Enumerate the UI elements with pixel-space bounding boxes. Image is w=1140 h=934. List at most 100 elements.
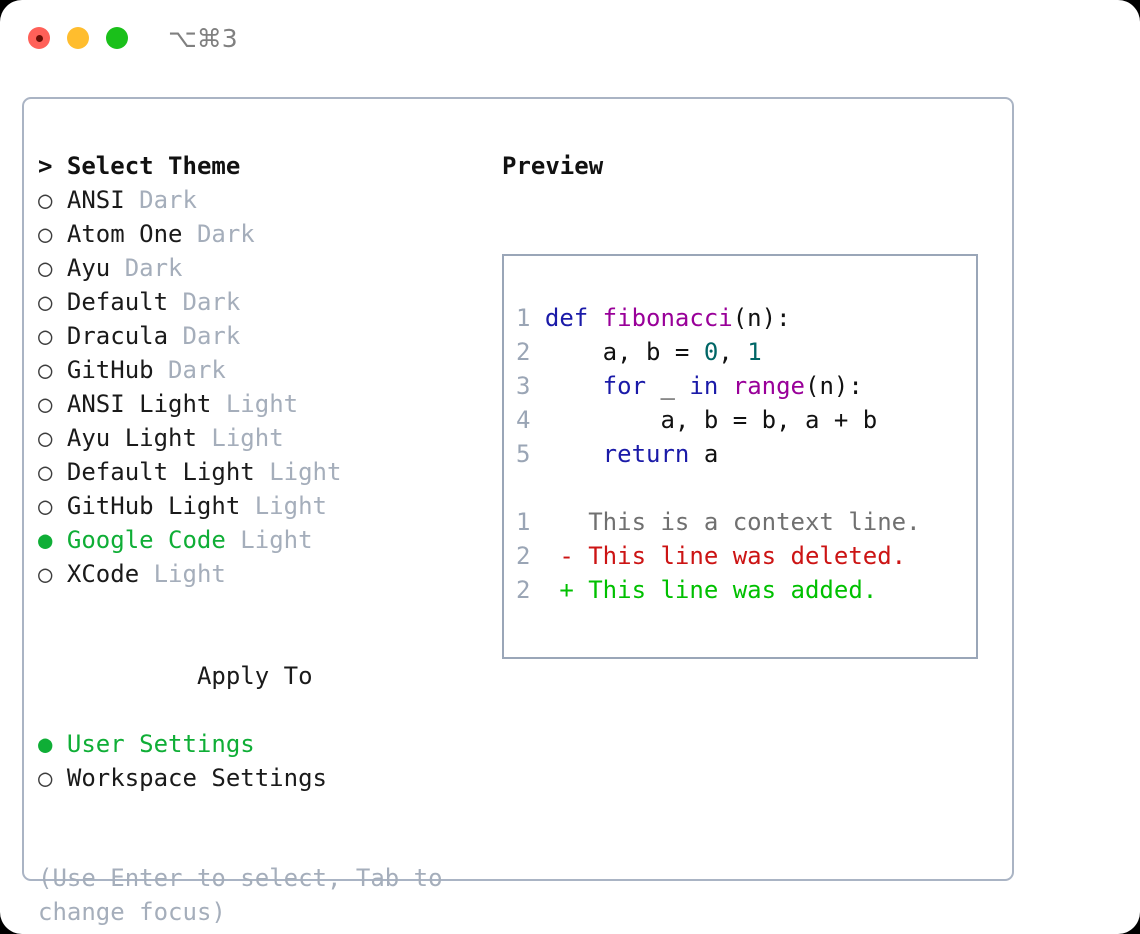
diff-marker: + (544, 576, 589, 604)
theme-variant-tag: Dark (168, 356, 226, 384)
option-gap (52, 186, 66, 214)
theme-selector-column: > Select Theme ○ ANSI Dark○ Atom One Dar… (38, 149, 488, 795)
apply-to-heading-indent (183, 659, 197, 693)
theme-option-label: Google Code (66, 526, 226, 554)
diff-text: This line was deleted. (588, 542, 907, 570)
apply-to-option-label: User Settings (66, 730, 255, 758)
apply-to-option-workspace-settings[interactable]: ○ Workspace Settings (38, 761, 488, 795)
theme-option-label: Default Light (66, 458, 255, 486)
code-token-plain: (n): (805, 372, 863, 400)
diff-line-content: + This line was added. (545, 576, 877, 604)
code-token-kw: for (602, 372, 647, 400)
radio-unselected-icon: ○ (38, 560, 53, 588)
theme-option-label: XCode (66, 560, 140, 588)
code-diff-gap (516, 471, 970, 505)
traffic-light-group (28, 27, 128, 49)
theme-option-label: GitHub Light (66, 492, 241, 520)
diff-line-number: 2 (516, 576, 531, 604)
option-gap (52, 492, 66, 520)
radio-unselected-icon: ○ (38, 492, 53, 520)
code-token-plain: _ (646, 372, 690, 400)
code-token-fn: fibonacci (602, 304, 733, 332)
radio-unselected-icon: ○ (38, 356, 53, 384)
diff-line-context: 1 This is a context line. (516, 505, 970, 539)
theme-variant-tag: Light (254, 492, 327, 520)
theme-option-label: GitHub (66, 356, 154, 384)
apply-to-option-user-settings[interactable]: ● User Settings (38, 727, 488, 761)
theme-option-github[interactable]: ○ GitHub Dark (38, 353, 488, 387)
theme-variant-tag: Dark (139, 186, 197, 214)
radio-unselected-icon: ○ (38, 764, 53, 792)
theme-option-dracula[interactable]: ○ Dracula Dark (38, 319, 488, 353)
radio-unselected-icon: ○ (38, 288, 53, 316)
code-token-plain: a (689, 440, 719, 468)
theme-option-xcode[interactable]: ○ XCode Light (38, 557, 488, 591)
theme-option-label: Dracula (66, 322, 169, 350)
theme-variant-tag: Dark (182, 288, 241, 316)
apply-to-option-label: Workspace Settings (66, 764, 327, 792)
code-token-num: 1 (747, 338, 762, 366)
code-token-kw: in (689, 372, 719, 400)
theme-option-google-code[interactable]: ● Google Code Light (38, 523, 488, 557)
option-gap (52, 254, 66, 282)
diff-line-added: 2 + This line was added. (516, 573, 970, 607)
radio-unselected-icon: ○ (38, 254, 53, 282)
option-gap (52, 356, 66, 384)
diff-line-content: - This line was deleted. (545, 542, 906, 570)
label-variant-gap (197, 424, 211, 452)
code-token-num: 0 (703, 338, 719, 366)
option-gap (52, 764, 66, 792)
code-token-plain: , (718, 338, 748, 366)
label-variant-gap (154, 356, 168, 384)
theme-variant-tag: Light (153, 560, 226, 588)
option-gap (52, 424, 66, 452)
theme-option-ayu-light[interactable]: ○ Ayu Light Light (38, 421, 488, 455)
keyboard-hint-text: (Use Enter to select, Tab to change focu… (38, 864, 443, 926)
code-token-kw: return (602, 440, 690, 468)
code-line-number: 1 (516, 304, 531, 332)
minimize-window-button[interactable] (67, 27, 89, 49)
diff-line-deleted: 2 - This line was deleted. (516, 539, 970, 573)
select-theme-heading: > Select Theme (38, 152, 241, 180)
theme-list: ○ ANSI Dark○ Atom One Dark○ Ayu Dark○ De… (38, 183, 488, 591)
main-panel: > Select Theme ○ ANSI Dark○ Atom One Dar… (22, 97, 1014, 926)
theme-option-label: Default (66, 288, 169, 316)
code-line-number: 5 (516, 440, 531, 468)
diff-marker: - (544, 542, 589, 570)
diff-line-number: 1 (516, 508, 531, 536)
code-line: 5 return a (516, 437, 970, 471)
radio-unselected-icon: ○ (38, 458, 53, 486)
label-variant-gap (110, 254, 124, 282)
theme-option-ansi[interactable]: ○ ANSI Dark (38, 183, 488, 217)
diff-text: This line was added. (588, 576, 878, 604)
close-window-button[interactable] (28, 27, 50, 49)
theme-variant-tag: Dark (196, 220, 255, 248)
theme-option-default[interactable]: ○ Default Dark (38, 285, 488, 319)
theme-option-default-light[interactable]: ○ Default Light Light (38, 455, 488, 489)
maximize-window-button[interactable] (106, 27, 128, 49)
theme-option-label: Ayu (66, 254, 111, 282)
option-gap (52, 390, 66, 418)
code-line: 2 a, b = 0, 1 (516, 335, 970, 369)
option-gap (52, 560, 66, 588)
apply-to-list: ● User Settings○ Workspace Settings (38, 727, 488, 795)
code-token-plain (718, 372, 732, 400)
theme-variant-tag: Light (269, 458, 342, 486)
theme-variant-tag: Light (240, 526, 313, 554)
apply-to-heading: Apply To (38, 625, 488, 727)
theme-option-ayu[interactable]: ○ Ayu Dark (38, 251, 488, 285)
apply-to-heading-label: Apply To (196, 662, 313, 690)
code-token-fn: range (732, 372, 805, 400)
theme-option-ansi-light[interactable]: ○ ANSI Light Light (38, 387, 488, 421)
window-title: ⌥⌘3 (168, 24, 238, 53)
theme-option-github-light[interactable]: ○ GitHub Light Light (38, 489, 488, 523)
radio-unselected-icon: ○ (38, 322, 53, 350)
option-gap (52, 322, 66, 350)
theme-option-atom-one[interactable]: ○ Atom One Dark (38, 217, 488, 251)
diff-block: 1 This is a context line.2 - This line w… (516, 505, 970, 607)
theme-option-label: ANSI (66, 186, 125, 214)
